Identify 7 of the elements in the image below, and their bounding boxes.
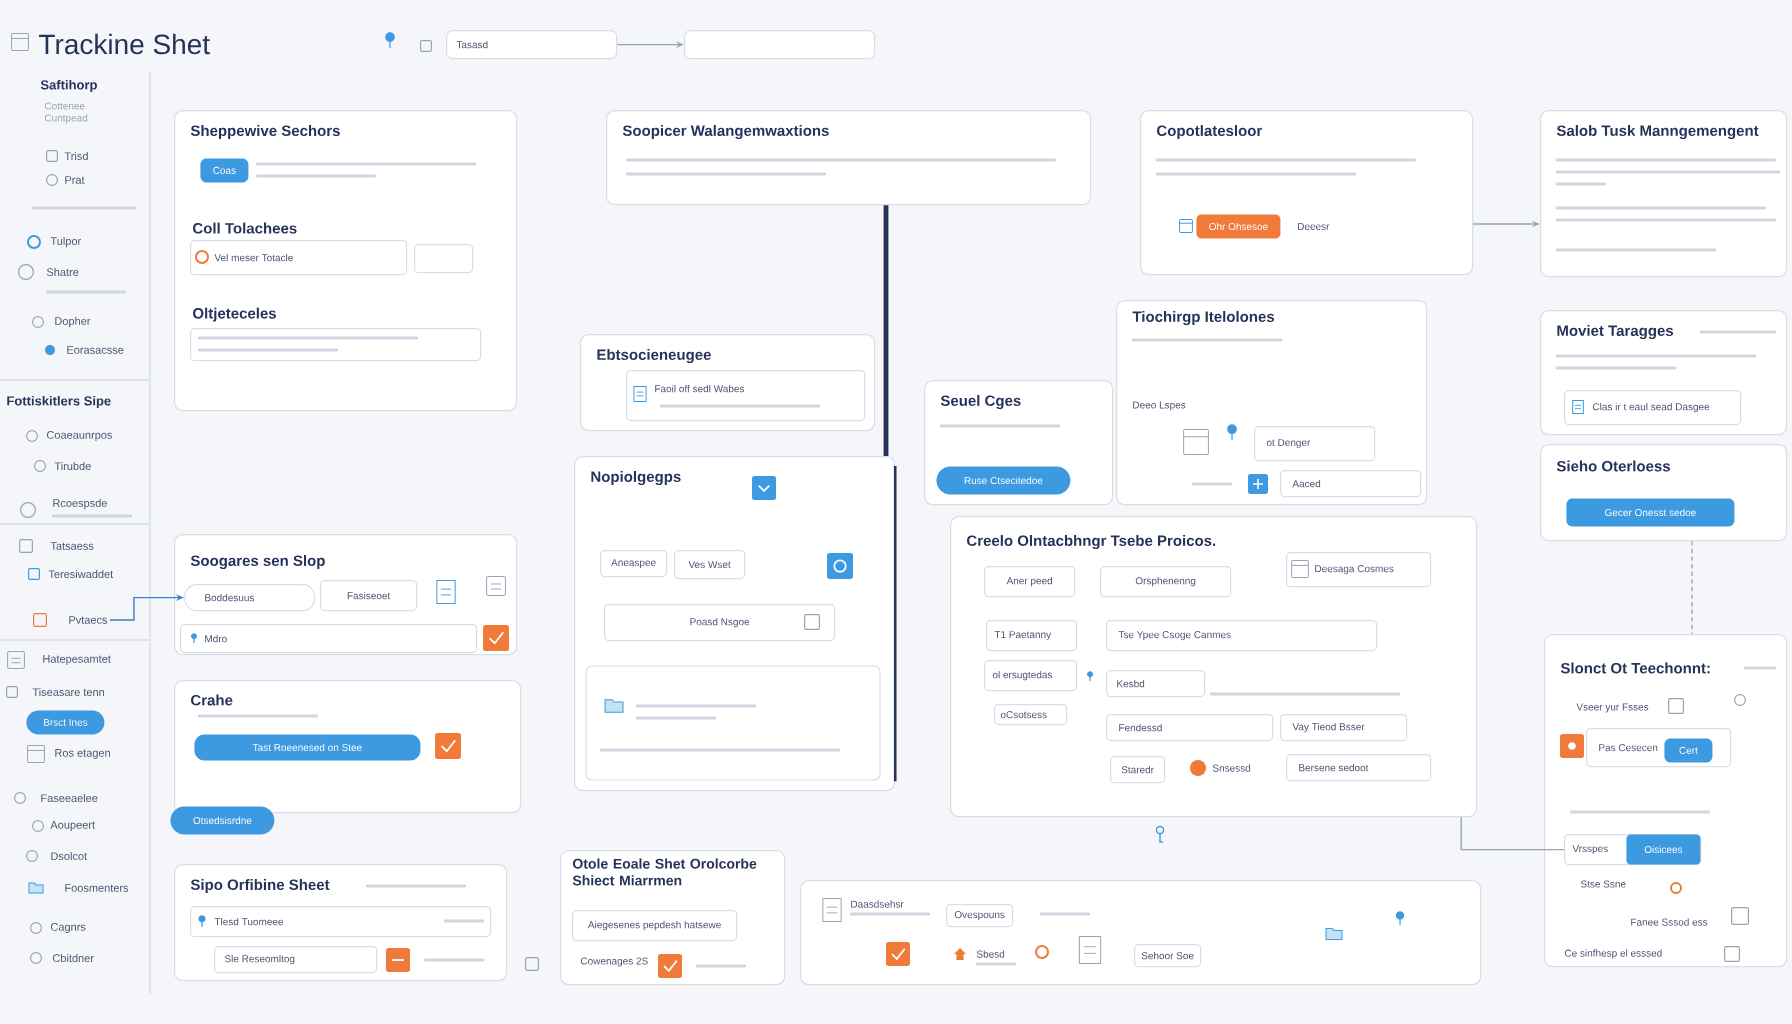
connector xyxy=(1691,540,1693,635)
panel xyxy=(800,880,1482,986)
connector xyxy=(1460,816,1565,851)
title: Trackine Shet xyxy=(39,33,210,55)
input-field xyxy=(684,30,876,60)
connector xyxy=(883,205,889,456)
box xyxy=(414,244,474,274)
